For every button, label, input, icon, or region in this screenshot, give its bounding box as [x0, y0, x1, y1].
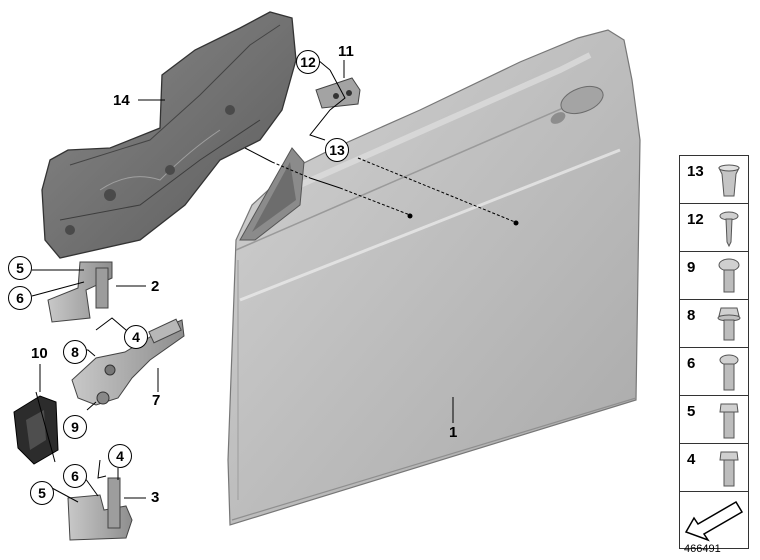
torx-bolt-icon — [719, 354, 739, 391]
door-handle-recess — [550, 85, 604, 124]
part-11-clip — [315, 77, 361, 109]
callout-5-upper: 5 — [8, 256, 32, 280]
callout-1: 1 — [449, 424, 458, 441]
mount-point-b — [513, 220, 519, 226]
callout-14: 14 — [113, 92, 130, 109]
callout-2: 2 — [151, 278, 160, 295]
expanding-nut-icon — [718, 164, 740, 197]
dashed-leaders — [271, 157, 516, 223]
legend-number: 4 — [687, 451, 696, 468]
legend-number: 6 — [687, 355, 696, 372]
mount-point-a — [407, 213, 413, 219]
legend-number: 13 — [687, 163, 704, 180]
direction-arrow-icon — [684, 500, 744, 542]
legend-row: 4 — [680, 444, 748, 492]
diagram-reference-number: 466491 — [684, 543, 721, 555]
callout-4-lower: 4 — [108, 444, 132, 468]
sound-insulation-panel — [41, 11, 297, 259]
callout-10: 10 — [31, 345, 48, 362]
legend-row: 12 — [680, 204, 748, 252]
hex-bolt-icon — [719, 403, 739, 439]
legend-row-direction — [680, 492, 748, 548]
callout-3: 3 — [151, 489, 160, 506]
callout-8: 8 — [63, 340, 87, 364]
legend-number: 8 — [687, 307, 696, 324]
callout-6-upper: 6 — [8, 286, 32, 310]
hinge-lower — [67, 477, 133, 541]
collar-bolt-icon — [717, 307, 741, 341]
legend-row: 9 — [680, 252, 748, 300]
legend-number: 12 — [687, 211, 704, 228]
callout-7: 7 — [152, 392, 161, 409]
legend-number: 9 — [687, 259, 696, 276]
callout-4-upper: 4 — [124, 325, 148, 349]
legend-number: 5 — [687, 403, 696, 420]
part-10-grommet — [13, 395, 59, 465]
fastener-legend: 13 12 9 8 6 5 — [679, 155, 749, 549]
hinge-upper — [47, 261, 113, 323]
hex-bolt-icon — [719, 451, 739, 487]
callout-9: 9 — [63, 415, 87, 439]
legend-row: 5 — [680, 396, 748, 444]
screw-icon — [719, 211, 739, 248]
callout-11: 11 — [338, 43, 354, 60]
callout-6-lower: 6 — [63, 464, 87, 488]
torx-bolt-icon — [718, 258, 740, 293]
callout-13: 13 — [325, 138, 349, 162]
legend-row: 6 — [680, 348, 748, 396]
legend-row: 13 — [680, 156, 748, 204]
callout-5-lower: 5 — [30, 481, 54, 505]
callout-12: 12 — [296, 50, 320, 74]
door-check-strap — [71, 318, 185, 406]
mirror-triangle — [239, 147, 305, 241]
legend-row: 8 — [680, 300, 748, 348]
